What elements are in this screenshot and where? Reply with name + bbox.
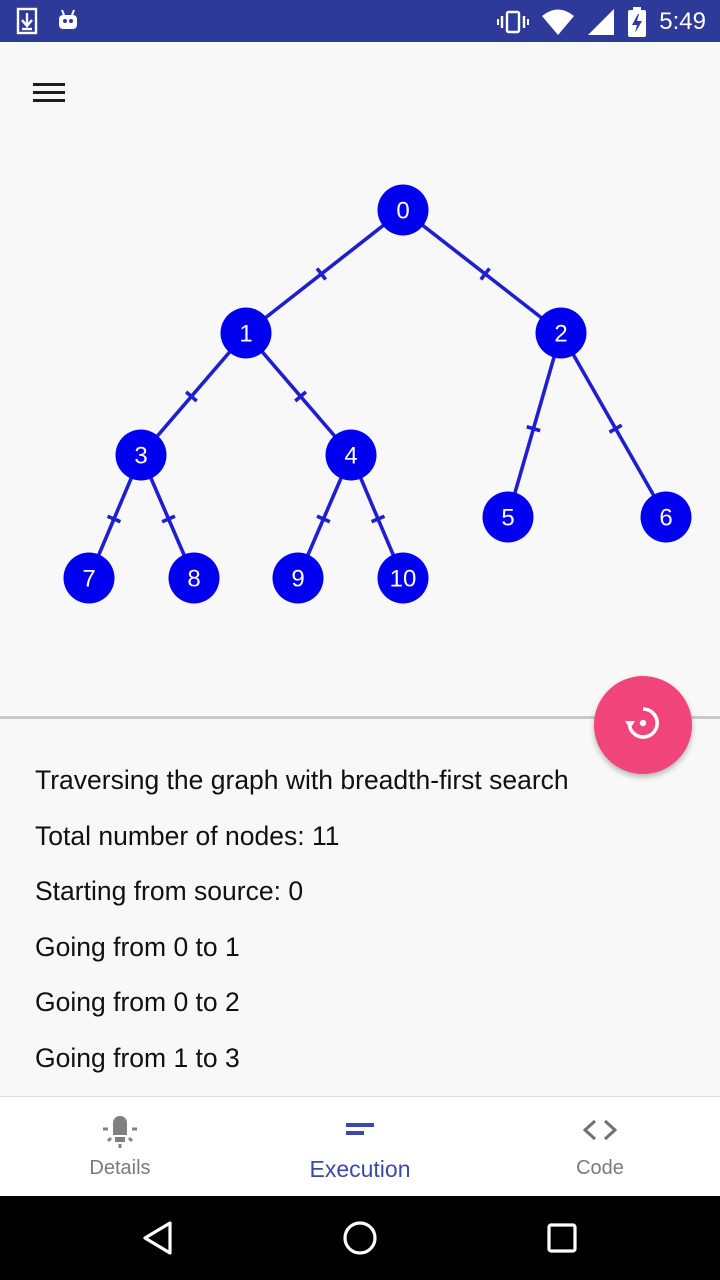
graph-node: [220, 307, 272, 359]
graph-node: [168, 552, 220, 604]
signal-icon: [587, 7, 615, 37]
edge-tick: [608, 423, 623, 434]
battery-charging-icon: [627, 6, 647, 38]
lines-icon: [343, 1115, 377, 1149]
recents-icon[interactable]: [540, 1216, 584, 1260]
graph-node-label: 10: [390, 566, 417, 593]
graph-edge: [506, 332, 563, 518]
log-line: Going from 0 to 2: [35, 987, 240, 1017]
download-icon: [16, 6, 38, 36]
edge-tick: [316, 514, 331, 524]
replay-button[interactable]: [594, 676, 692, 774]
log-line: Starting from source: 0: [35, 876, 304, 906]
graph-edge: [244, 208, 405, 335]
status-time: 5:49: [659, 8, 706, 35]
graph-node: [325, 429, 377, 481]
graph-node: [115, 429, 167, 481]
edge-tick: [479, 267, 491, 281]
nav-item-details[interactable]: Details: [0, 1097, 240, 1197]
nav-label: Code: [576, 1157, 624, 1179]
graph-node-label: 2: [554, 321, 567, 348]
system-navigation-bar: [0, 1196, 720, 1280]
graph-edge: [401, 208, 563, 335]
edge-tick: [106, 514, 122, 524]
graph-node-label: 6: [659, 505, 672, 532]
log-line: Going from 1 to 3: [35, 1042, 240, 1073]
graph-node: [377, 552, 429, 604]
wifi-icon: [541, 7, 575, 37]
edge-tick: [294, 390, 308, 403]
log-line: Traversing the graph with breadth-first …: [35, 765, 569, 795]
graph-edge: [244, 331, 353, 457]
edge-tick: [161, 514, 176, 524]
nav-label: Execution: [309, 1156, 411, 1182]
graph-edge: [559, 332, 668, 518]
nav-item-execution[interactable]: Execution: [240, 1097, 480, 1197]
graph-canvas: 0 1 2 3 4 5 6 7 8 9 10: [0, 42, 720, 718]
graph-node: [377, 184, 429, 236]
graph-node: [640, 491, 692, 543]
edge-tick: [526, 425, 541, 433]
graph-edge: [139, 331, 248, 457]
replay-icon: [623, 703, 663, 748]
graph-node-label: 4: [344, 443, 357, 470]
graph-node-label: 0: [396, 198, 409, 225]
home-icon[interactable]: [338, 1216, 382, 1260]
graph-node-label: 5: [501, 505, 514, 532]
status-bar: 5:49: [0, 0, 720, 42]
vibrate-icon: [497, 7, 530, 37]
graph-node-label: 3: [134, 443, 147, 470]
graph-node: [63, 552, 115, 604]
app-content: 0 1 2 3 4 5 6 7 8 9 10 Traversing the graph with b…: [0, 42, 720, 1096]
graph-svg: 0 1 2 3 4 5 6 7 8 9 10: [63, 184, 692, 604]
graph-node: [482, 491, 534, 543]
execution-log: Traversing the graph with breadth-first …: [35, 755, 695, 1088]
code-brackets-icon: [580, 1115, 620, 1149]
edge-tick: [184, 390, 198, 403]
nav-item-code[interactable]: Code: [480, 1097, 720, 1197]
lightbulb-icon: [100, 1115, 140, 1149]
graph-node-label: 8: [187, 566, 200, 593]
graph-node: [535, 307, 587, 359]
bottom-navigation: Details Execution Code: [0, 1096, 720, 1197]
back-icon[interactable]: [136, 1216, 180, 1260]
android-icon: [56, 6, 80, 36]
divider: [0, 716, 720, 719]
edge-tick: [370, 514, 386, 524]
edge-tick: [315, 267, 328, 281]
graph-node-label: 9: [291, 566, 304, 593]
log-line: Going from 0 to 1: [35, 931, 240, 962]
graph-node-label: 1: [239, 321, 252, 348]
graph-node: [272, 552, 324, 604]
hamburger-menu-icon[interactable]: [30, 78, 70, 110]
nav-label: Details: [89, 1157, 151, 1179]
log-line: Total number of nodes: 11: [35, 820, 340, 851]
graph-node-label: 7: [82, 566, 95, 593]
